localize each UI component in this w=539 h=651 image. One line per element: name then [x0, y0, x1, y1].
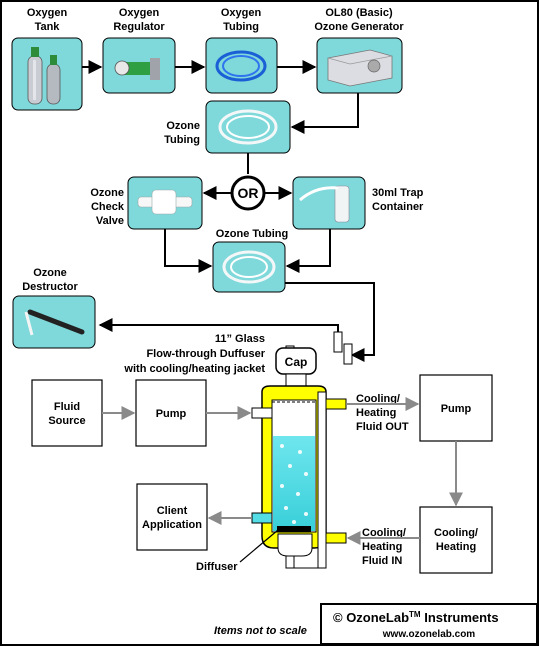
ozone-tubing-top-label-1: Ozone [166, 120, 200, 132]
client-app-label-1: Client [157, 505, 188, 517]
client-application-box: Client Application [136, 483, 208, 551]
check-valve-image [127, 176, 203, 230]
oxygen-tubing-label-1: Oxygen [221, 7, 262, 19]
brand-url: www.ozonelab.com [382, 629, 476, 640]
oxygen-regulator-label-1: Oxygen [119, 7, 160, 19]
pump-right-box: Pump [419, 374, 493, 442]
column-title-3: with cooling/heating jacket [123, 363, 265, 375]
trap-container-label-1: 30ml Trap [372, 187, 424, 199]
arrow-check-valve-to-tubing [164, 229, 213, 273]
client-app-label-2: Application [142, 519, 202, 531]
ozone-tubing-top-image [205, 100, 291, 154]
brand-name: © OzoneLabTM Instruments [333, 610, 499, 625]
cooling-in-label-1: Cooling/ [362, 527, 406, 539]
cooling-out-label-3: Fluid OUT [356, 421, 409, 433]
check-valve-label-3: Valve [96, 215, 124, 227]
column-title-1: 11” Glass [215, 333, 265, 345]
cooling-heating-box: Cooling/ Heating [419, 506, 493, 574]
fluid-source-box: Fluid Source [31, 379, 103, 447]
fluid-level [273, 436, 315, 531]
check-valve-label-1: Ozone [90, 187, 124, 199]
cooling-heating-label-2: Heating [436, 541, 476, 553]
column-title-2: Flow-through Duffuser [146, 348, 265, 360]
ozone-generator-label-2: Ozone Generator [314, 21, 404, 33]
oxygen-regulator-image [102, 37, 176, 94]
oxygen-tubing-label-2: Tubing [223, 21, 259, 33]
arrow-generator-to-ozone-tubing [290, 93, 359, 134]
oxygen-tubing-image [205, 37, 278, 94]
pump-right-label: Pump [441, 403, 472, 415]
glass-column: Cap [251, 331, 353, 569]
fluid-source-label-1: Fluid [54, 401, 80, 413]
arrow-trap-to-tubing [285, 229, 331, 273]
destructor-label-2: Destructor [22, 281, 78, 293]
cap-label: Cap [285, 355, 308, 369]
ozone-generator-image [316, 37, 403, 94]
oxygen-tank-label-1: Oxygen [27, 7, 68, 19]
cooling-out-label-1: Cooling/ [356, 393, 400, 405]
ozone-tubing-mid-label: Ozone Tubing [216, 228, 289, 240]
trap-container-image [292, 176, 366, 230]
diffuser-pointer [239, 529, 279, 563]
trap-container-label-2: Container [372, 201, 424, 213]
oxygen-tank-label-2: Tank [35, 21, 61, 33]
diffuser-label: Diffuser [196, 561, 238, 573]
cooling-out-label-2: Heating [356, 407, 396, 419]
destructor-label-1: Ozone [33, 267, 67, 279]
oxygen-regulator-label-2: Regulator [113, 21, 165, 33]
brand-credit: © OzoneLabTM Instruments www.ozonelab.co… [320, 603, 538, 645]
arrow-tubing-to-column-inlet [285, 282, 375, 362]
pump-left-box: Pump [135, 379, 207, 447]
ozone-tubing-mid-image [212, 241, 286, 293]
pump-left-label: Pump [156, 408, 187, 420]
oxygen-tank-image [11, 37, 83, 111]
or-junction: OR [230, 175, 266, 211]
check-valve-label-2: Check [91, 201, 125, 213]
cooling-in-label-2: Heating [362, 541, 402, 553]
destructor-image [12, 295, 96, 349]
or-label: OR [238, 185, 259, 201]
ozone-generator-label-1: OL80 (Basic) [325, 7, 393, 19]
not-to-scale-note: Items not to scale [214, 625, 307, 637]
fluid-source-label-2: Source [48, 415, 85, 427]
cooling-heating-label-1: Cooling/ [434, 527, 478, 539]
cooling-in-label-3: Fluid IN [362, 555, 402, 567]
ozone-tubing-top-label-2: Tubing [164, 134, 200, 146]
